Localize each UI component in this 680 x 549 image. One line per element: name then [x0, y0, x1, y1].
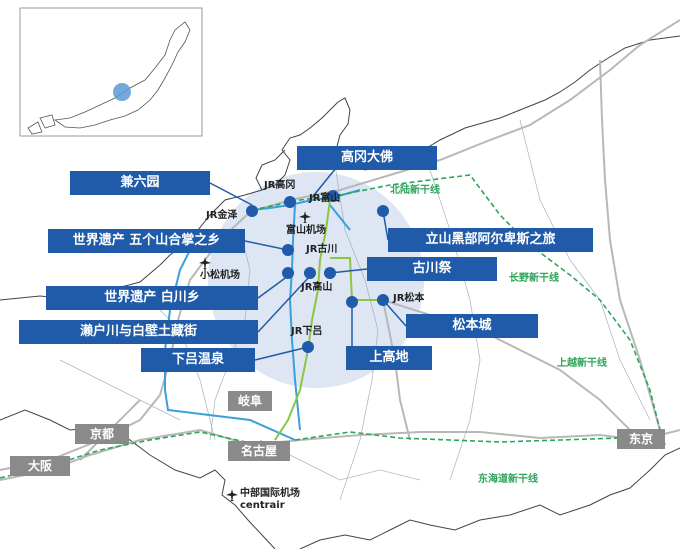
station-label-kanazawa: JR金泽 — [206, 210, 238, 221]
station-dot — [282, 267, 294, 279]
coastline-south — [0, 409, 680, 549]
city-label-nagoya: 名古屋 — [228, 441, 290, 461]
place-label-tateyama[interactable]: 立山黑部阿尔卑斯之旅 — [388, 228, 593, 252]
leader-lines — [209, 167, 407, 361]
local-line-green — [274, 199, 383, 441]
station-label-takayama: JR高山 — [301, 282, 333, 293]
station-label-centrair: centrair — [240, 500, 285, 511]
place-label-kamikochi[interactable]: 上高地 — [346, 346, 432, 370]
place-label-matsumoto-castle[interactable]: 松本城 — [406, 314, 538, 338]
station-label-chubu-airport: 中部国际机场 — [240, 488, 300, 499]
place-label-takaoka-daibutsu[interactable]: 高冈大佛 — [297, 146, 437, 170]
place-label-furukawa-matsuri[interactable]: 古川祭 — [367, 257, 497, 281]
station-dot — [246, 205, 258, 217]
place-label-seto-kura[interactable]: 濑户川与白壁土藏街 — [19, 320, 258, 344]
station-label-toyama-airport: 富山机场 — [286, 225, 326, 236]
airplane-icon — [299, 211, 311, 223]
line-label-nagano: 长野新干线 — [509, 273, 559, 284]
place-label-shirakawa[interactable]: 世界遗产 白川乡 — [46, 286, 258, 310]
place-label-gokayama[interactable]: 世界遗产 五个山合掌之乡 — [48, 229, 245, 253]
airplane-icon — [199, 257, 211, 269]
station-dot — [304, 267, 316, 279]
city-label-gifu: 岐阜 — [228, 391, 272, 411]
station-label-matsumoto: JR松本 — [393, 293, 425, 304]
line-label-hokuriku: 北陆新干线 — [390, 185, 440, 196]
station-label-toyama: JR富山 — [309, 193, 341, 204]
line-label-tokaido: 东海道新干线 — [478, 474, 538, 485]
city-label-osaka: 大阪 — [10, 456, 70, 476]
station-label-komatsu-airport: 小松机场 — [200, 270, 240, 281]
station-dot — [327, 190, 339, 202]
station-label-gero: JR下吕 — [291, 326, 323, 337]
airplane-icon — [226, 489, 238, 501]
highlight-region — [208, 172, 424, 388]
station-label-takaoka: JR高冈 — [264, 180, 296, 191]
inset-japan-map — [19, 7, 203, 137]
city-label-kyoto: 京都 — [75, 424, 129, 444]
city-label-tokyo: 东京 — [617, 429, 665, 449]
place-label-kenrokuen[interactable]: 兼六园 — [70, 171, 210, 195]
station-label-furukawa: JR古川 — [306, 244, 338, 255]
place-label-gero-onsen[interactable]: 下吕温泉 — [141, 348, 255, 372]
noto-peninsula — [255, 149, 286, 191]
line-label-joetsu: 上越新干线 — [557, 358, 607, 369]
station-dot — [284, 196, 296, 208]
